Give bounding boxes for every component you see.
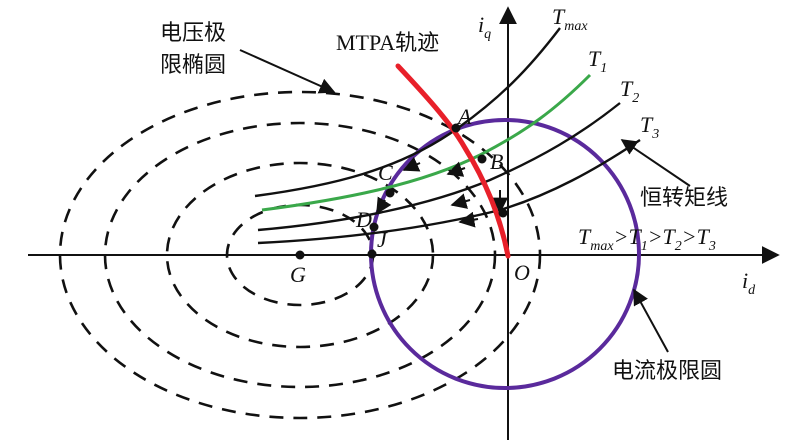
current-limit-label: 电流极限圆: [612, 359, 722, 384]
label-c: C: [378, 160, 393, 185]
t2-curve: [257, 102, 621, 232]
voltage-limit-label-2: 限椭圆: [160, 53, 226, 78]
t3-arrow: [458, 211, 479, 228]
point-mtpa-low: [498, 208, 508, 218]
label-b: B: [490, 149, 503, 174]
mtpa-label: MTPA轨迹: [336, 30, 439, 55]
label-j: J: [377, 227, 388, 252]
axis-iq-label: iq: [478, 12, 491, 42]
torque-curves: [254, 27, 641, 245]
tmax-label: Tmax: [552, 4, 588, 34]
label-a: A: [456, 104, 472, 129]
ellipse-arrow-b: [376, 196, 392, 215]
t3-label: T3: [640, 112, 659, 142]
voltage-limit-pointer: [239, 49, 336, 94]
torque-lines-label: 恒转矩线: [640, 186, 728, 211]
t2-arrow: [450, 193, 471, 209]
point-j: [367, 249, 377, 259]
t1-label: T1: [588, 46, 607, 76]
point-a: [451, 123, 461, 133]
label-d: D: [355, 207, 372, 232]
current-limit-pointer: [633, 288, 669, 353]
t2-label: T2: [620, 76, 639, 106]
point-b: [477, 154, 487, 164]
axis-id-label: id: [742, 268, 756, 298]
t1-curve: [261, 73, 592, 212]
torque-lines-pointer: [620, 139, 691, 187]
point-g: [295, 250, 305, 260]
tmax-arrow: [402, 156, 421, 172]
torque-order: Tmax>T1>T2>T3: [578, 224, 716, 254]
voltage-limit-label-1: 电压极: [160, 21, 226, 46]
label-o: O: [514, 260, 530, 285]
points: [295, 123, 508, 260]
label-g: G: [290, 262, 306, 287]
point-c: [385, 188, 395, 198]
mtpa-trajectory: [395, 63, 511, 259]
point-d: [369, 222, 379, 232]
t1-arrow: [446, 161, 466, 177]
